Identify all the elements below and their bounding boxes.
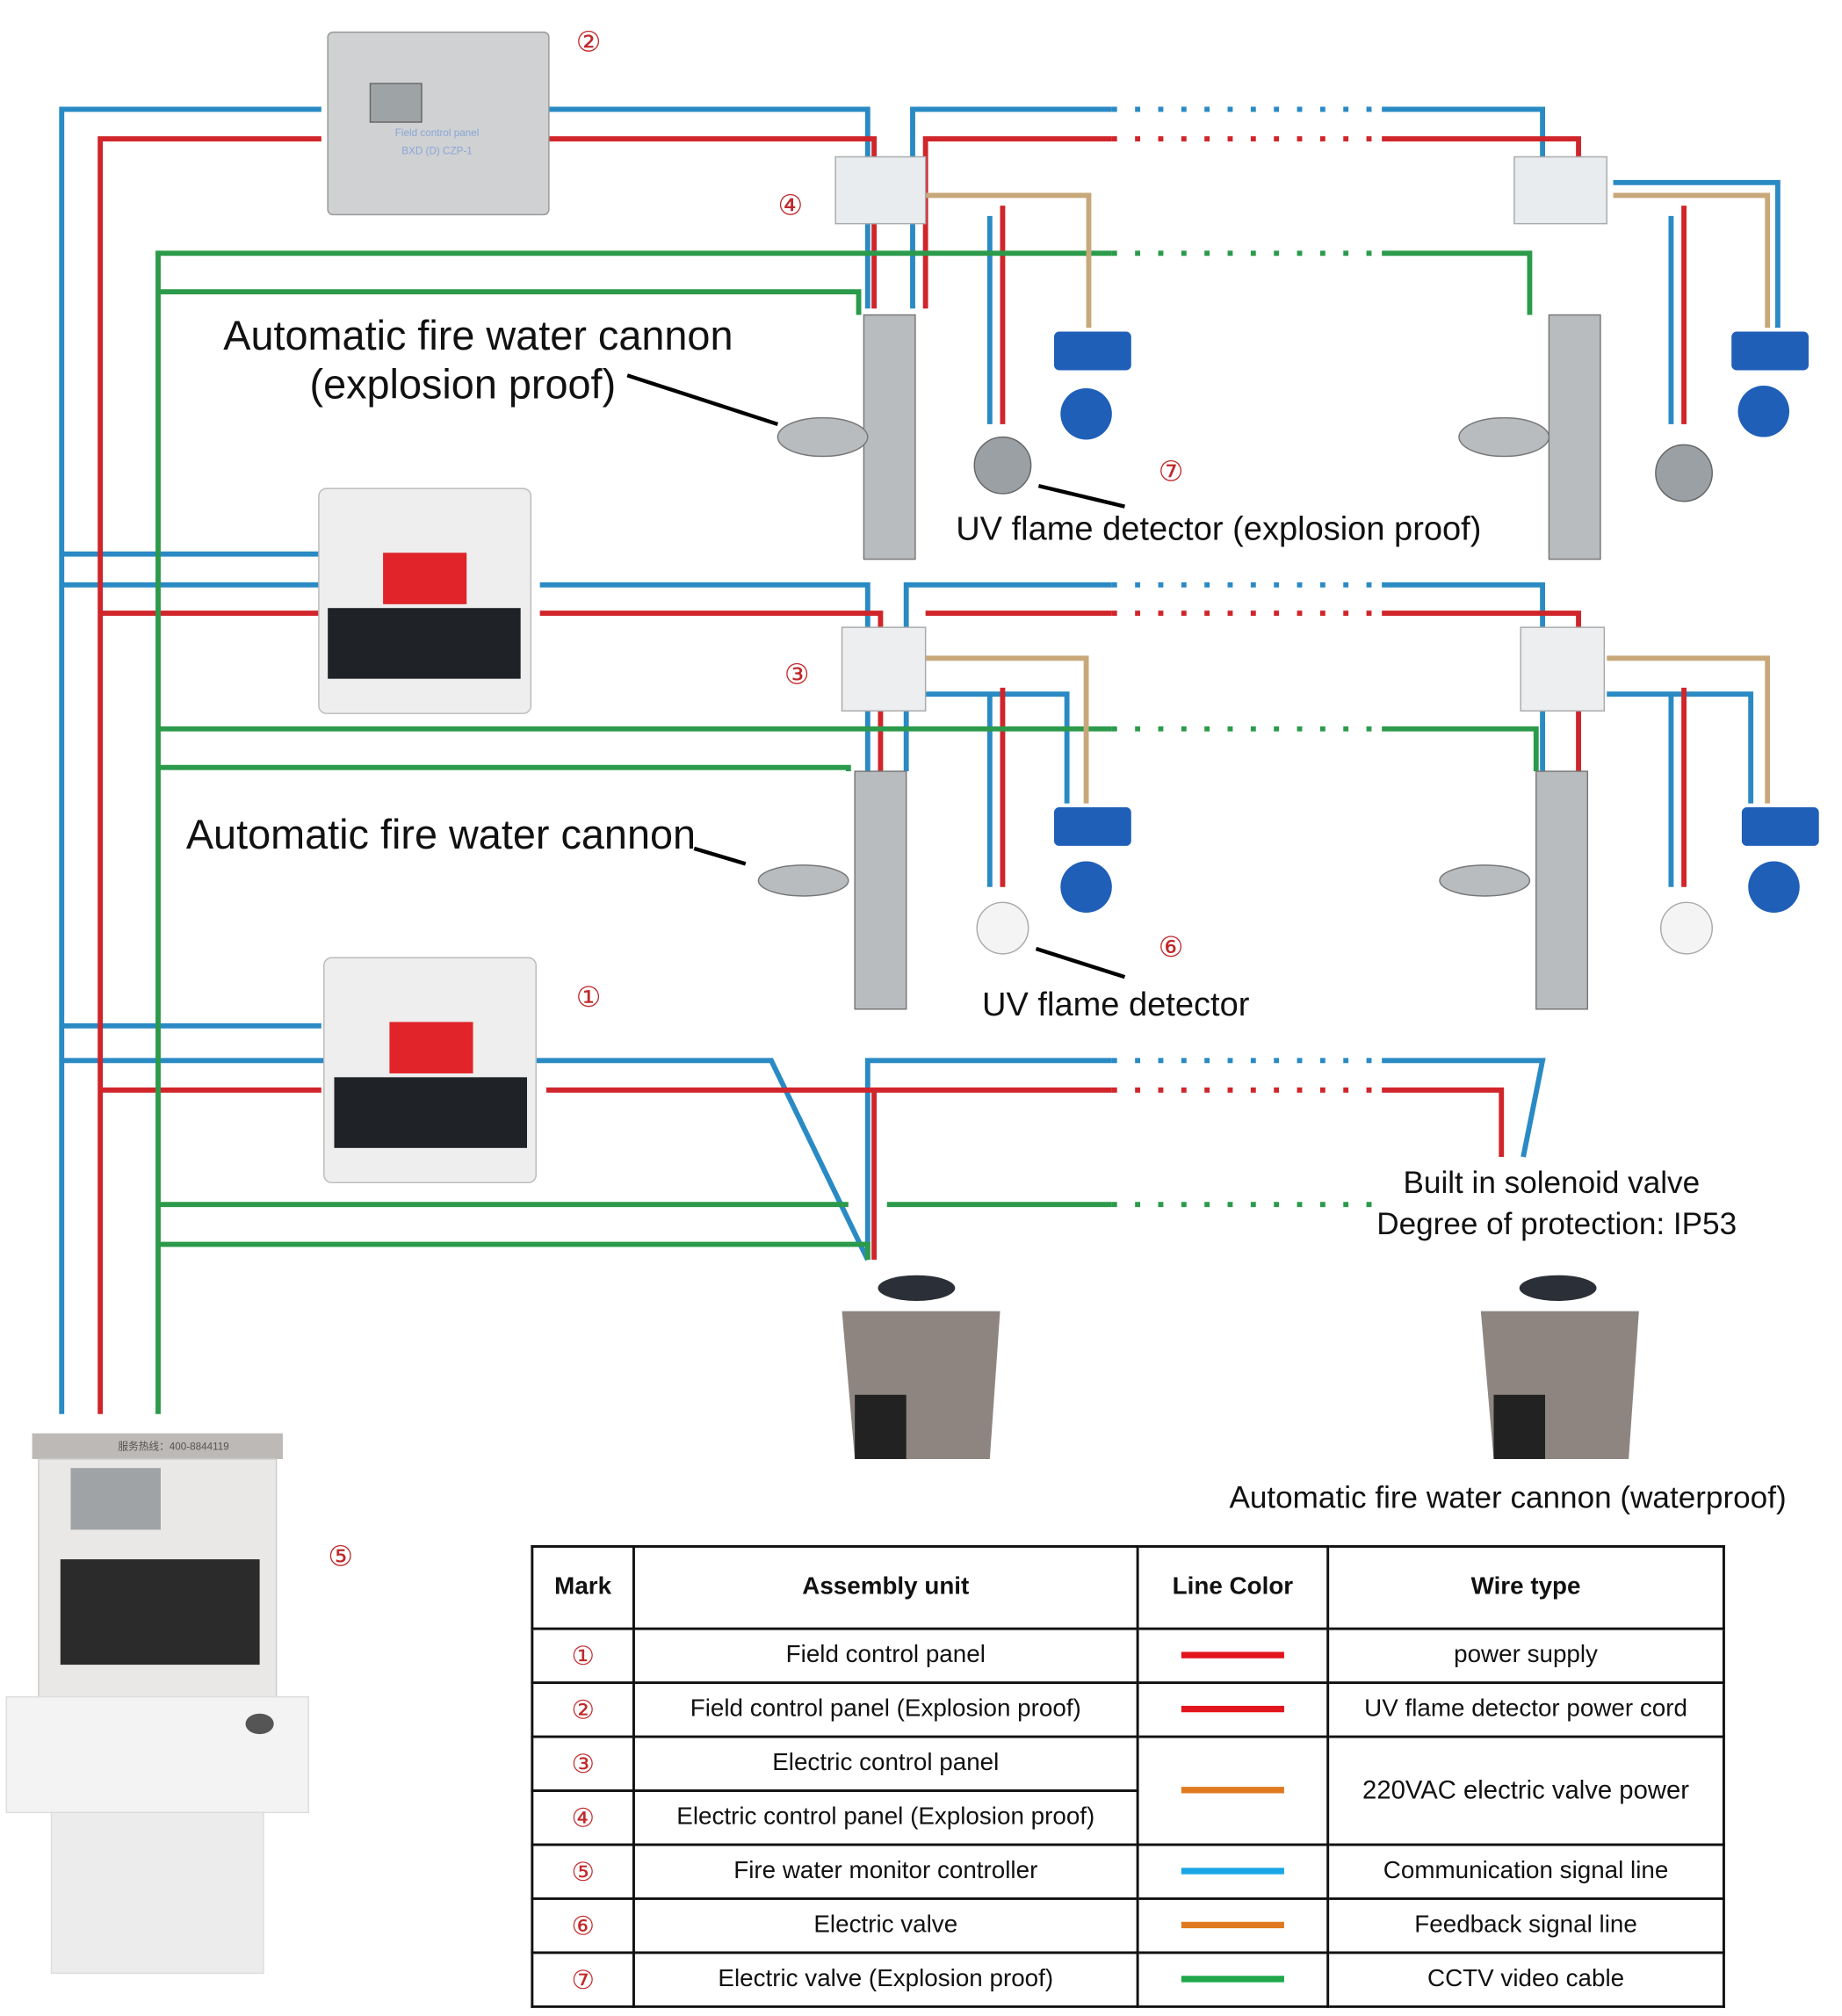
mark-5: ⑤: [328, 1540, 353, 1572]
label-cannon-explosion-proof-sub: (explosion proof): [309, 362, 616, 408]
line-color-swatch: [1181, 1652, 1284, 1659]
row-wire: UV flame detector power cord: [1326, 1681, 1725, 1738]
mark-3: ③: [784, 659, 810, 690]
mark-1: ①: [576, 981, 602, 1013]
line-color-swatch: [1181, 1706, 1284, 1713]
row-unit: Electric control panel: [632, 1735, 1139, 1792]
label-uv-detector-explosion-proof: UV flame detector (explosion proof): [956, 511, 1481, 548]
row-unit: Fire water monitor controller: [632, 1843, 1139, 1900]
uv-flame-detector-explosion-proof: [1655, 444, 1713, 502]
label-uv-detector: UV flame detector: [982, 986, 1250, 1023]
fire-water-cannon-explosion-proof: [1458, 314, 1601, 560]
table-row: ⑦ Electric valve (Explosion proof) CCTV …: [531, 1951, 1725, 2008]
electric-control-panel: [841, 626, 927, 712]
header-assembly-unit: Assembly unit: [632, 1545, 1139, 1630]
header-mark: Mark: [531, 1545, 635, 1630]
leader-lines: [626, 373, 1126, 979]
mark-4: ④: [778, 189, 804, 220]
mark-6: ⑥: [1159, 931, 1184, 963]
row-wire: Communication signal line: [1326, 1843, 1725, 1900]
header-line-color: Line Color: [1136, 1545, 1330, 1630]
table-row: ② Field control panel (Explosion proof) …: [531, 1681, 1725, 1738]
table-header: Mark Assembly unit Line Color Wire type: [531, 1545, 1725, 1630]
row-mark: ④: [531, 1789, 635, 1846]
fire-water-cannon-explosion-proof: [777, 314, 916, 560]
fire-water-cannon-waterproof: [1480, 1275, 1639, 1459]
line-color-swatch: [1181, 1922, 1284, 1929]
row-unit: Field control panel (Explosion proof): [632, 1681, 1139, 1738]
electric-control-panel-explosion-proof: [834, 155, 927, 225]
panel-model: BXD (D) CZP-1: [401, 146, 473, 157]
label-protection: Degree of protection: IP53: [1376, 1207, 1737, 1241]
row-unit: Field control panel: [632, 1627, 1139, 1685]
uv-flame-detector: [1659, 901, 1713, 955]
mark-2: ②: [576, 26, 602, 58]
uv-flame-detector: [976, 901, 1029, 955]
label-cannon: Automatic fire water cannon: [186, 812, 696, 857]
fire-water-monitor-controller: 服务热线：400-8844119: [5, 1433, 309, 1975]
label-cannon-waterproof: Automatic fire water cannon (waterproof): [1229, 1481, 1786, 1515]
row-mark: ①: [531, 1627, 635, 1685]
uv-flame-detector-explosion-proof: [973, 436, 1032, 495]
controller-hotline: 服务热线：400-8844119: [118, 1441, 228, 1453]
field-control-panel: [323, 957, 537, 1184]
row-mark: ⑦: [531, 1951, 635, 2008]
line-color-swatch: [1181, 1787, 1284, 1795]
row-mark: ⑤: [531, 1843, 635, 1900]
row-mark: ②: [531, 1681, 635, 1738]
header-wire-type: Wire type: [1326, 1545, 1725, 1630]
line-color-swatch: [1181, 1976, 1284, 1983]
legend-table: Mark Assembly unit Line Color Wire type …: [531, 1545, 1725, 2008]
row-wire: CCTV video cable: [1326, 1951, 1725, 2008]
wires: [59, 106, 1781, 1414]
fire-water-cannon: [757, 770, 907, 1010]
table-row: ③ Electric control panel 220VAC electric…: [531, 1735, 1725, 1846]
table-row: ⑥ Electric valve Feedback signal line: [531, 1897, 1725, 1955]
table-row: ④ Electric control panel (Explosion proo…: [531, 1789, 1724, 1846]
table-row: ① Field control panel power supply: [531, 1627, 1725, 1685]
electric-valve: [1053, 331, 1819, 914]
row-wire: 220VAC electric valve power: [1326, 1735, 1725, 1846]
mark-7: ⑦: [1159, 455, 1184, 487]
electric-control-panel: [1520, 626, 1606, 712]
field-control-panel: [318, 488, 532, 714]
table-row: ⑤ Fire water monitor controller Communic…: [531, 1843, 1725, 1900]
row-unit: Electric valve: [632, 1897, 1139, 1955]
row-mark: ③: [531, 1735, 635, 1792]
panel-label: Field control panel: [395, 127, 480, 139]
row-unit: Electric control panel (Explosion proof): [632, 1789, 1139, 1846]
electric-control-panel-explosion-proof: [1513, 155, 1607, 225]
fire-water-cannon: [1439, 770, 1589, 1010]
field-control-panel-explosion-proof: Field control panel BXD (D) CZP-1: [327, 31, 550, 216]
row-wire: Feedback signal line: [1326, 1897, 1725, 1955]
row-wire: power supply: [1326, 1627, 1725, 1685]
label-cannon-explosion-proof: Automatic fire water cannon: [223, 313, 733, 358]
row-unit: Electric valve (Explosion proof): [632, 1951, 1139, 2008]
line-color-swatch: [1181, 1868, 1284, 1875]
fire-water-cannon-waterproof: [842, 1275, 1000, 1459]
row-mark: ⑥: [531, 1897, 635, 1955]
label-solenoid: Built in solenoid valve: [1404, 1166, 1701, 1200]
